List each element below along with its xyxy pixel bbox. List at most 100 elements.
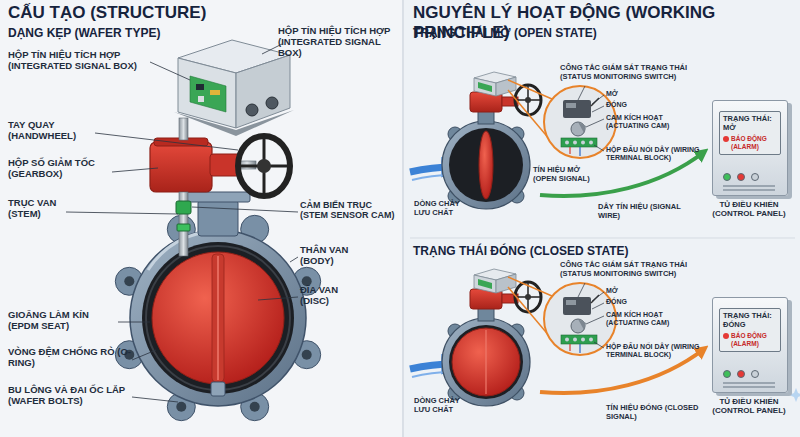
panel-screen: TRẠNG THÁI: MỞ BÁO ĐỘNG (ALARM) xyxy=(719,111,781,155)
leader-line xyxy=(132,350,156,360)
valve-lug xyxy=(115,215,320,420)
valve-neck xyxy=(198,200,238,236)
part-label: ĐĨA VAN (DISC) xyxy=(300,285,362,307)
divider-line xyxy=(402,0,403,437)
panel-button xyxy=(737,173,745,181)
handwheel xyxy=(257,159,271,173)
bottom-hub xyxy=(211,382,225,396)
part-label: VÒNG ĐỆM CHỐNG RÒ (O-RING) xyxy=(8,347,133,369)
signal-box xyxy=(246,104,258,116)
section-title: CẤU TẠO (STRUCTURE) xyxy=(8,3,338,23)
signal-label: TÍN HIỆU MỞ (OPEN SIGNAL) xyxy=(533,166,597,183)
signal-box xyxy=(196,84,204,90)
panel-grille xyxy=(723,386,775,388)
status-text: TRẠNG THÁI: MỞ xyxy=(723,115,777,132)
handwheel xyxy=(238,136,290,196)
panel-grille xyxy=(723,189,775,191)
valve-disc xyxy=(152,252,284,384)
leader-line xyxy=(132,397,178,402)
callout-label: MỞ xyxy=(606,90,636,98)
disc-hub xyxy=(217,256,219,380)
panel-glow xyxy=(789,388,800,402)
mini-valve xyxy=(410,72,616,209)
alarm-text: BÁO ĐỘNG (ALARM) xyxy=(723,332,777,347)
control-panel: TỦ ĐIỀU KHIỂN (CONTROL PANEL)TRẠNG THÁI:… xyxy=(712,297,788,393)
signal-box xyxy=(236,55,290,128)
signal-box xyxy=(174,40,294,136)
signal-label: DÂY TÍN HIỆU (SIGNAL WIRE) xyxy=(598,203,682,220)
part-label: GIOĂNG LÀM KÍN (EPDM SEAT) xyxy=(8,310,118,332)
leader-line xyxy=(192,207,298,212)
signal-box xyxy=(178,58,236,128)
signal-box xyxy=(266,97,278,109)
o-ring xyxy=(146,246,290,390)
gearbox xyxy=(150,142,212,192)
bolt-hole xyxy=(124,276,134,286)
status-text: TRẠNG THÁI: ĐÓNG xyxy=(723,312,777,329)
state-heading: TRẠNG THÁI MỞ (OPEN STATE) xyxy=(413,27,673,41)
valve-stem xyxy=(179,118,188,140)
panel-title: TỦ ĐIỀU KHIỂN (CONTROL PANEL) xyxy=(699,397,799,415)
section-subtitle: DẠNG KẸP (WAFER TYPE) xyxy=(8,27,268,41)
callout-label: CÔNG TẮC GIÁM SÁT TRẠNG THÁI (STATUS MON… xyxy=(560,64,710,81)
bolt-hole xyxy=(302,350,312,360)
divider-line xyxy=(410,238,795,239)
leader-line xyxy=(112,168,158,172)
handwheel xyxy=(238,136,290,196)
panel-glow xyxy=(789,388,800,402)
panel-button xyxy=(723,173,731,181)
flow-label: DÒNG CHẢY LƯU CHẤT xyxy=(414,200,468,217)
callout-label: ĐÓNG xyxy=(606,101,640,109)
flow-label: DÒNG CHẢY LƯU CHẤT xyxy=(414,397,468,414)
leader-line xyxy=(290,257,298,262)
panel-button xyxy=(737,370,745,378)
part-label: THÂN VAN (BODY) xyxy=(300,245,362,267)
valve-disc-open xyxy=(479,131,493,199)
part-label: BU LÔNG VÀ ĐAI ỐC LẮP (WAFER BOLTS) xyxy=(8,385,158,407)
part-label: CẢM BIẾN TRỤC (STEM SENSOR CAM) xyxy=(300,200,400,221)
panel-screen: TRẠNG THÁI: ĐÓNG BÁO ĐỘNG (ALARM) xyxy=(719,308,781,352)
callout-label: HỘP ĐẤU NỐI DÂY (WIRING TERMINAL BLOCK) xyxy=(606,146,706,162)
disc-hub xyxy=(212,254,224,382)
bolt-hole xyxy=(250,402,260,412)
part-label: HỘP TÍN HIỆU TÍCH HỢP (INTEGRATED SIGNAL… xyxy=(8,50,148,72)
leader-line xyxy=(118,322,150,323)
signal-box xyxy=(190,76,226,112)
epdm-seat xyxy=(142,242,294,394)
callout-label: CAM KÍCH HOẠT (ACTUATING CAM) xyxy=(606,114,702,130)
disc-hub xyxy=(485,330,486,394)
leader-line xyxy=(150,62,190,80)
panel-grille xyxy=(723,185,775,187)
stem-sensor-cam xyxy=(176,201,191,231)
alarm-text: BÁO ĐỘNG (ALARM) xyxy=(723,135,777,150)
part-label: TAY QUAY (HANDWHEEL) xyxy=(8,120,98,142)
leader-line xyxy=(95,133,238,150)
callout-label: CAM KÍCH HOẠT (ACTUATING CAM) xyxy=(606,311,702,327)
panel-grille xyxy=(723,382,775,384)
valve-disc-closed xyxy=(452,328,520,396)
mini-valve xyxy=(410,269,616,406)
panel-button xyxy=(751,173,759,181)
bolt-hole xyxy=(176,402,186,412)
panel-button xyxy=(723,370,731,378)
top-flange xyxy=(186,192,250,202)
valve-stem xyxy=(179,118,188,256)
panel-title: TỦ ĐIỀU KHIỂN (CONTROL PANEL) xyxy=(699,200,799,218)
part-label: TRỤC VAN (STEM) xyxy=(8,198,70,220)
leader-line xyxy=(66,212,178,214)
part-label: HỘP SỐ GIẢM TỐC (GEARBOX) xyxy=(8,158,118,180)
signal-box xyxy=(198,96,204,102)
background xyxy=(404,0,800,437)
control-panel: TỦ ĐIỀU KHIỂN (CONTROL PANEL)TRẠNG THÁI:… xyxy=(712,100,788,196)
leader-line xyxy=(258,297,298,300)
signal-box xyxy=(210,90,220,95)
stem-sensor-cam xyxy=(176,201,191,214)
signal-label: TÍN HIỆU ĐÓNG (CLOSED SIGNAL) xyxy=(606,404,702,421)
part-label: HỘP TÍN HIỆU TÍCH HỢP (INTEGRATED SIGNAL… xyxy=(278,26,400,59)
valve-body xyxy=(130,230,306,406)
callout-label: HỘP ĐẤU NỐI DÂY (WIRING TERMINAL BLOCK) xyxy=(606,343,706,359)
stem-sensor-cam xyxy=(177,224,190,231)
